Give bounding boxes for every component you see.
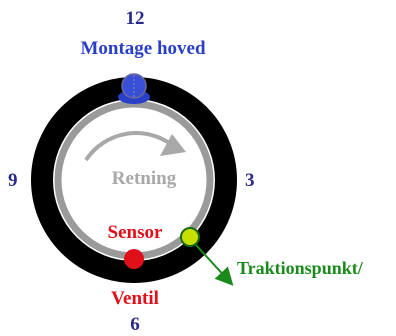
clock-6-label: 6 <box>130 314 140 335</box>
sensor-label: Sensor <box>107 222 163 243</box>
direction-label: Retning <box>111 168 177 189</box>
traction-point-label: Traktionspunkt/ <box>237 258 363 278</box>
traction-point-icon <box>180 227 200 247</box>
clock-3-label: 3 <box>245 170 255 191</box>
pointer-arrow-icon <box>195 244 234 286</box>
clock-9-label: 9 <box>8 170 18 191</box>
mounting-head-label: Montage hoved <box>80 38 206 59</box>
mounting-head-icon <box>118 73 150 104</box>
sensor-dot-icon <box>124 249 144 269</box>
clock-12-label: 12 <box>125 8 145 29</box>
valve-label: Ventil <box>111 288 159 309</box>
direction-arrow-icon <box>84 131 186 162</box>
